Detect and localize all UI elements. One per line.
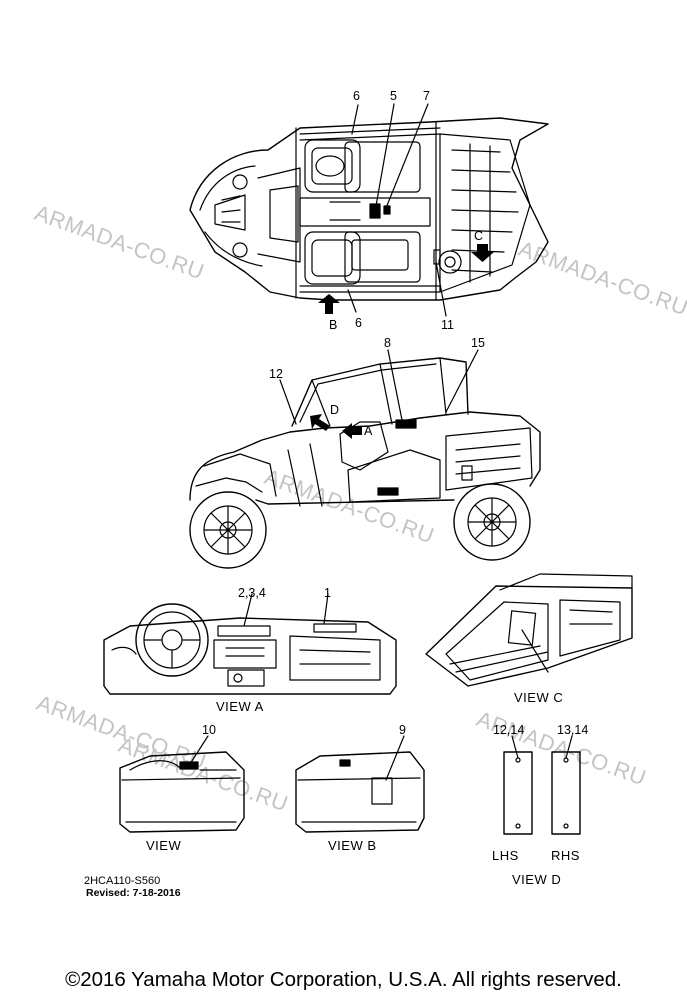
- revised-date: Revised: 7-18-2016: [86, 887, 181, 899]
- callout-arrow-c: C: [474, 229, 484, 243]
- view-d-label: VIEW D: [512, 872, 562, 887]
- rhs-label: RHS: [551, 848, 580, 863]
- callout-2-3-4: 2,3,4: [238, 586, 266, 600]
- view-label: VIEW: [146, 838, 182, 853]
- side-view-vehicle: [189, 357, 541, 569]
- callout-9: 9: [399, 723, 406, 737]
- reference-code: 2HCA110-S560: [84, 875, 161, 887]
- callout-12: 12: [269, 367, 283, 381]
- view-c-label: VIEW C: [514, 690, 564, 705]
- callout-6-top: 6: [353, 89, 360, 103]
- arrow-d-icon: [310, 414, 330, 431]
- callout-6-bottom: 6: [355, 316, 362, 330]
- copyright-text: ©2016 Yamaha Motor Corporation, U.S.A. A…: [65, 968, 622, 991]
- arrow-c-icon: [471, 244, 494, 262]
- callout-15: 15: [471, 336, 485, 350]
- top-view-vehicle: [189, 117, 549, 301]
- lhs-label: LHS: [492, 848, 519, 863]
- view-d-strips: [503, 751, 581, 835]
- arrow-b-icon: [318, 294, 340, 314]
- view-b-panel: [295, 751, 425, 833]
- view-b-label: VIEW B: [328, 838, 377, 853]
- callout-7: 7: [423, 89, 430, 103]
- callout-1: 1: [324, 586, 331, 600]
- view-10-panel: [119, 751, 245, 833]
- callout-12-14: 12,14: [493, 723, 525, 737]
- callout-11: 11: [441, 318, 454, 332]
- callout-arrow-a: A: [364, 424, 373, 438]
- view-a-dashboard: [103, 603, 397, 695]
- callout-8: 8: [384, 336, 391, 350]
- view-c-panel: [425, 573, 633, 687]
- callout-10: 10: [202, 723, 216, 737]
- callout-5: 5: [390, 89, 397, 103]
- callout-arrow-b: B: [329, 318, 338, 332]
- arrow-a-icon: [342, 423, 362, 439]
- callout-arrow-d: D: [330, 403, 340, 417]
- view-a-label: VIEW A: [216, 699, 264, 714]
- callout-13-14: 13,14: [557, 723, 589, 737]
